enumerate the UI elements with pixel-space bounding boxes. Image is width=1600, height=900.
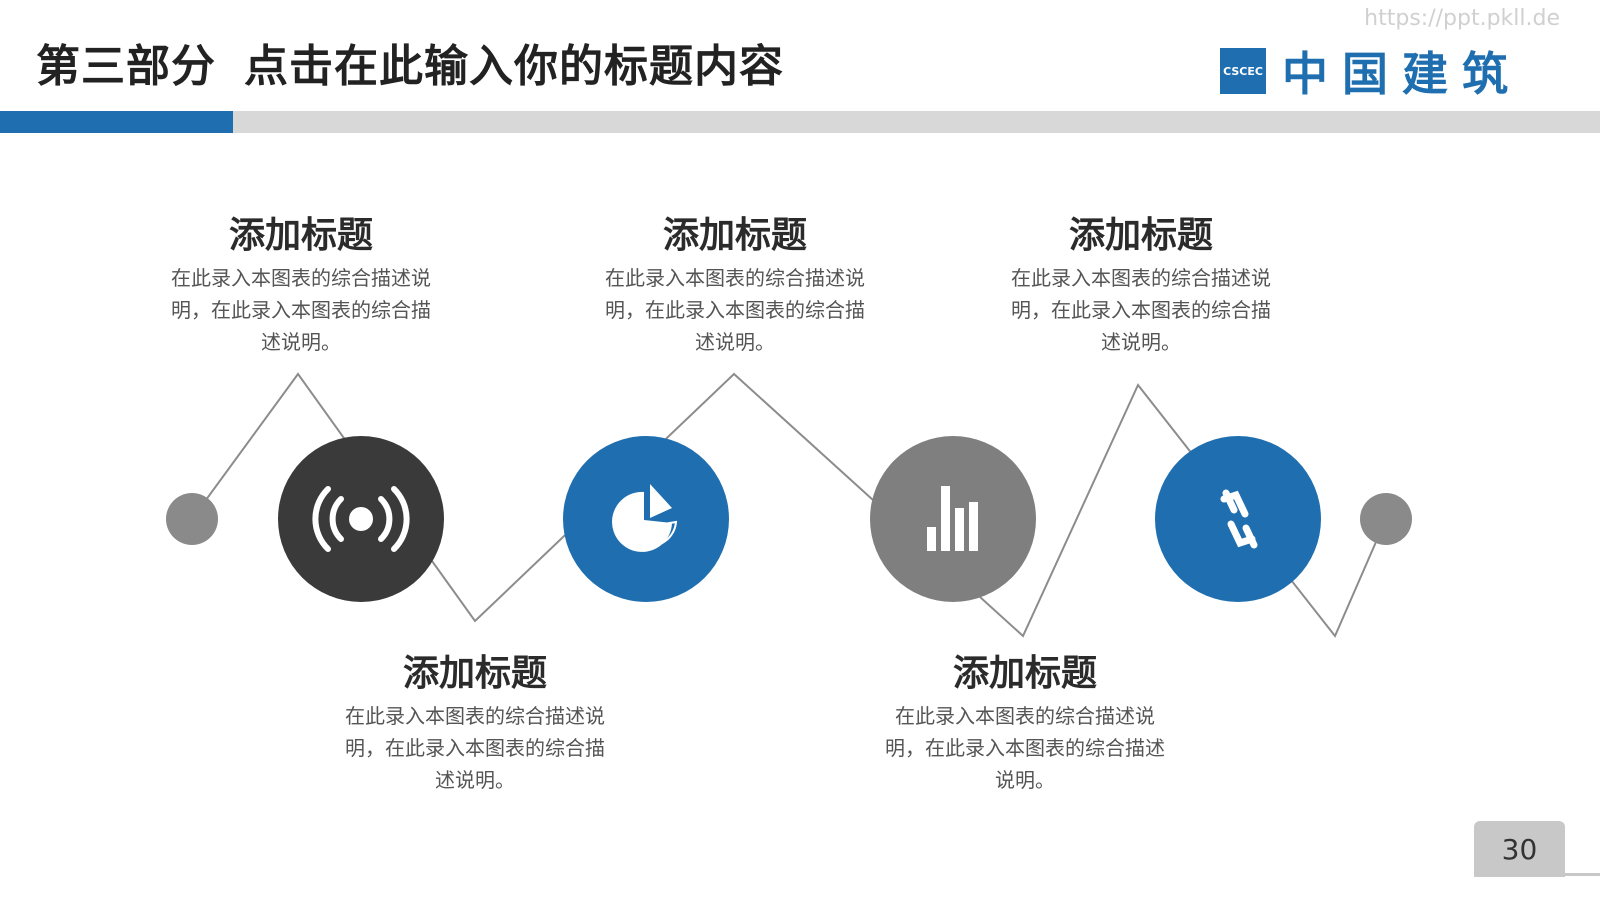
label-bottom-2: 添加标题 在此录入本图表的综合描述说明，在此录入本图表的综合描述说明。 bbox=[885, 652, 1165, 796]
slide-title: 第三部分点击在此输入你的标题内容 bbox=[36, 30, 784, 94]
node-link bbox=[1155, 436, 1321, 602]
link-icon bbox=[1220, 489, 1258, 549]
node-broadcast bbox=[278, 436, 444, 602]
broadcast-icon bbox=[312, 486, 410, 552]
logo-mark-icon: CSCEC bbox=[1220, 48, 1266, 94]
page-number: 30 bbox=[1474, 821, 1565, 877]
item-desc: 在此录入本图表的综合描述说明，在此录入本图表的综合描述说明。 bbox=[345, 704, 605, 792]
title-text: 点击在此输入你的标题内容 bbox=[244, 41, 784, 92]
company-logo: CSCEC 中国建筑 bbox=[1220, 38, 1522, 104]
label-top-1: 添加标题 在此录入本图表的综合描述说明，在此录入本图表的综合描述说明。 bbox=[171, 214, 431, 358]
item-desc: 在此录入本图表的综合描述说明，在此录入本图表的综合描述说明。 bbox=[171, 266, 431, 354]
label-bottom-1: 添加标题 在此录入本图表的综合描述说明，在此录入本图表的综合描述说明。 bbox=[345, 652, 605, 796]
label-top-2: 添加标题 在此录入本图表的综合描述说明，在此录入本图表的综合描述说明。 bbox=[605, 214, 865, 358]
item-desc: 在此录入本图表的综合描述说明，在此录入本图表的综合描述说明。 bbox=[885, 704, 1165, 792]
item-heading: 添加标题 bbox=[952, 653, 1097, 694]
item-heading: 添加标题 bbox=[228, 215, 373, 256]
node-bar-chart bbox=[870, 436, 1036, 602]
item-heading: 添加标题 bbox=[402, 653, 547, 694]
bar-chart-icon bbox=[927, 486, 978, 551]
watermark: https://ppt.pkll.de bbox=[1364, 6, 1560, 31]
label-top-3: 添加标题 在此录入本图表的综合描述说明，在此录入本图表的综合描述说明。 bbox=[1011, 214, 1271, 358]
item-heading: 添加标题 bbox=[662, 215, 807, 256]
item-desc: 在此录入本图表的综合描述说明，在此录入本图表的综合描述说明。 bbox=[605, 266, 865, 354]
item-desc: 在此录入本图表的综合描述说明，在此录入本图表的综合描述说明。 bbox=[1011, 266, 1271, 354]
page-number-rule bbox=[1565, 873, 1600, 876]
end-dot-right bbox=[1360, 493, 1412, 545]
header-accent bbox=[0, 111, 233, 133]
section-label: 第三部分 bbox=[36, 41, 216, 92]
node-pie-chart bbox=[563, 436, 729, 602]
end-dot-left bbox=[166, 493, 218, 545]
header-bar bbox=[0, 111, 1600, 133]
item-heading: 添加标题 bbox=[1068, 215, 1213, 256]
pie-chart-icon bbox=[612, 484, 678, 552]
logo-text: 中国建筑 bbox=[1282, 47, 1522, 101]
